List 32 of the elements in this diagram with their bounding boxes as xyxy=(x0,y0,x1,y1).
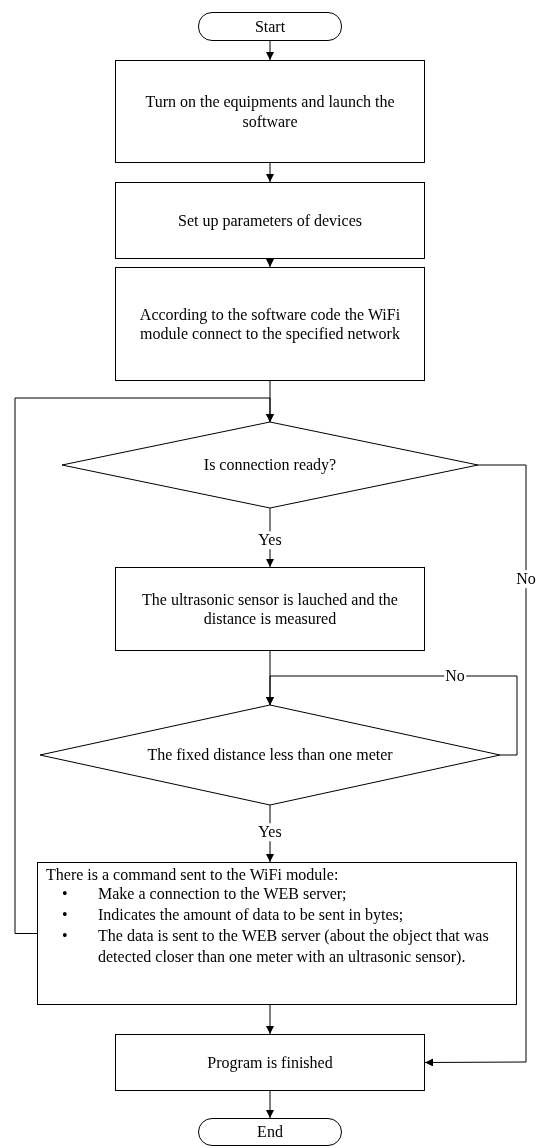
arrow xyxy=(266,1090,274,1119)
node-text: According to the software code the WiFi module connect to the specified network xyxy=(138,304,402,344)
node-text: The ultrasonic sensor is lauched and the distance is measured xyxy=(141,589,399,629)
arrow xyxy=(266,1004,274,1035)
step-heading: There is a command sent to the WiFi module: xyxy=(46,865,339,885)
node-text: Start xyxy=(254,16,286,37)
terminal-pill xyxy=(198,12,342,41)
terminal-pill xyxy=(198,1118,342,1146)
process-box xyxy=(115,182,425,259)
list-item: • Make a connection to the WEB server; xyxy=(62,884,348,905)
list-item: • The data is sent to the WEB server (about the object that was detected closer than one meter with an ultrasonic sensor). xyxy=(62,925,490,968)
arrow xyxy=(266,258,274,268)
arrow xyxy=(266,675,518,756)
edge-label: No xyxy=(515,570,537,588)
node-text: Is connection ready? xyxy=(203,455,337,475)
process-box xyxy=(115,567,425,651)
node-text: End xyxy=(257,1122,283,1142)
node-text: Program is finished xyxy=(207,1052,333,1073)
edge-label: Yes xyxy=(257,823,283,841)
process-box xyxy=(115,267,425,381)
edge-label: Yes xyxy=(257,531,283,549)
arrow xyxy=(266,40,274,61)
node-text: The fixed distance less than one meter xyxy=(147,745,393,765)
process-box xyxy=(37,862,517,1005)
process-box xyxy=(115,60,425,163)
arrow xyxy=(424,464,527,1067)
arrow xyxy=(266,162,274,183)
node-text: Turn on the equipments and launch the software xyxy=(144,92,396,131)
arrow xyxy=(14,397,274,934)
node-text: Set up parameters of devices xyxy=(178,210,362,231)
process-box xyxy=(115,1034,425,1091)
list-item: • Indicates the amount of data to be sent in bytes; xyxy=(62,905,405,926)
